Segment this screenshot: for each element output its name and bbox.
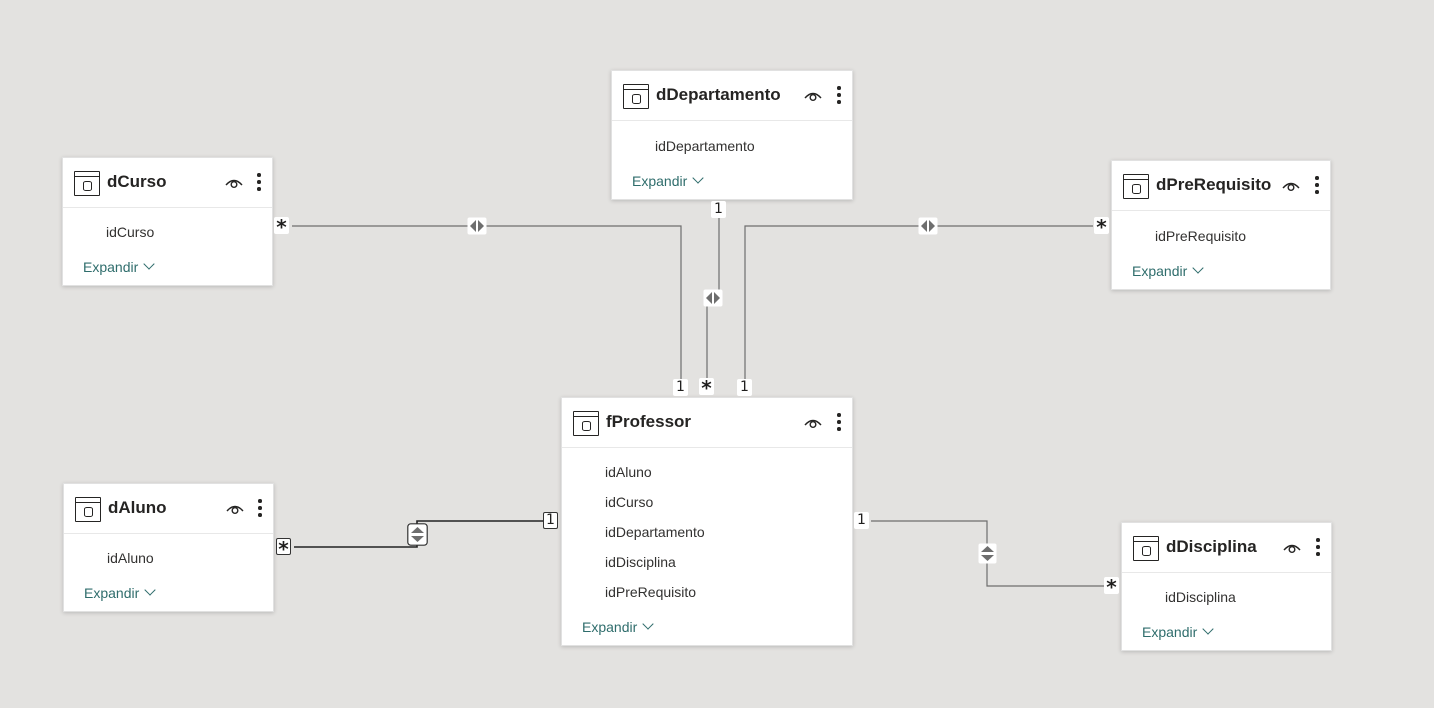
table-icon (623, 84, 649, 109)
expand-link[interactable]: Expandir (582, 618, 654, 635)
relationship-line-prerequisito (744, 225, 1093, 386)
eye-icon[interactable] (1283, 541, 1301, 555)
eye-icon[interactable] (804, 89, 822, 103)
more-options-icon[interactable] (1314, 536, 1322, 560)
table-title: dPreRequisito (1156, 175, 1272, 194)
field-idprerequisito[interactable]: idPreRequisito (605, 584, 697, 600)
expand-link[interactable]: Expandir (1142, 623, 1214, 640)
cardinality-one-label[interactable]: 1 (854, 512, 869, 529)
expand-label: Expandir (582, 619, 638, 635)
table-icon (1133, 536, 1159, 561)
cardinality-many-label[interactable]: * (699, 378, 714, 399)
chevron-down-icon (692, 172, 704, 184)
expand-label: Expandir (1132, 263, 1188, 279)
cardinality-many-label[interactable]: * (274, 217, 289, 238)
cardinality-many-label[interactable]: * (1094, 217, 1109, 238)
table-card-header[interactable]: dDisciplina (1122, 523, 1331, 573)
table-title: dDisciplina (1166, 537, 1257, 556)
expand-label: Expandir (84, 585, 140, 601)
expand-label: Expandir (1142, 624, 1198, 640)
table-title: dCurso (107, 172, 167, 191)
bidirectional-arrow-icon[interactable] (978, 543, 997, 564)
expand-link[interactable]: Expandir (83, 258, 155, 275)
field-idprerequisito[interactable]: idPreRequisito (1155, 228, 1247, 244)
cardinality-one-label[interactable]: 1 (673, 379, 688, 396)
table-card-header[interactable]: dCurso (63, 158, 272, 208)
cardinality-one-label[interactable]: 1 (543, 512, 558, 529)
field-iddisciplina[interactable]: idDisciplina (605, 554, 676, 570)
expand-link[interactable]: Expandir (1132, 262, 1204, 279)
more-options-icon[interactable] (1313, 174, 1321, 198)
cardinality-one-label[interactable]: 1 (737, 379, 752, 396)
field-idcurso[interactable]: idCurso (106, 224, 155, 240)
eye-icon[interactable] (225, 176, 243, 190)
field-iddepartamento[interactable]: idDepartamento (605, 524, 705, 540)
table-icon (74, 171, 100, 196)
cardinality-many-label[interactable]: * (1104, 577, 1119, 598)
table-icon (1123, 174, 1149, 199)
eye-icon[interactable] (1282, 179, 1300, 193)
cardinality-many-label[interactable]: * (276, 538, 291, 560)
expand-label: Expandir (632, 173, 688, 189)
table-card-header[interactable]: dAluno (64, 484, 273, 534)
table-card-daluno[interactable]: dAluno idAluno Expandir (63, 483, 274, 612)
more-options-icon[interactable] (835, 411, 843, 435)
chevron-down-icon (1192, 262, 1204, 274)
table-icon (75, 497, 101, 522)
expand-link[interactable]: Expandir (84, 584, 156, 601)
chevron-down-icon (143, 258, 155, 270)
chevron-down-icon (144, 584, 156, 596)
table-title: dAluno (108, 498, 167, 517)
more-options-icon[interactable] (255, 171, 263, 195)
table-card-header[interactable]: dDepartamento (612, 71, 852, 121)
bidirectional-arrow-icon[interactable] (467, 217, 487, 235)
more-options-icon[interactable] (256, 497, 264, 521)
table-card-dcurso[interactable]: dCurso idCurso Expandir (62, 157, 273, 286)
field-idaluno[interactable]: idAluno (107, 550, 154, 566)
table-card-header[interactable]: fProfessor (562, 398, 852, 448)
bidirectional-arrow-icon[interactable] (407, 523, 428, 546)
field-iddisciplina[interactable]: idDisciplina (1165, 589, 1236, 605)
table-card-header[interactable]: dPreRequisito (1112, 161, 1330, 211)
bidirectional-arrow-icon[interactable] (918, 217, 938, 235)
table-icon (573, 411, 599, 436)
table-card-ddepartamento[interactable]: dDepartamento idDepartamento Expandir (611, 70, 853, 200)
table-title: fProfessor (606, 412, 692, 431)
relationship-line-curso (292, 225, 682, 386)
table-card-fprofessor[interactable]: fProfessor idAluno idCurso idDepartament… (561, 397, 853, 646)
field-iddepartamento[interactable]: idDepartamento (655, 138, 755, 154)
eye-icon[interactable] (804, 416, 822, 430)
expand-link[interactable]: Expandir (632, 172, 704, 189)
field-idaluno[interactable]: idAluno (605, 464, 652, 480)
chevron-down-icon (1202, 623, 1214, 635)
cardinality-one-label[interactable]: 1 (711, 201, 726, 218)
eye-icon[interactable] (226, 502, 244, 516)
table-title: dDepartamento (656, 85, 781, 104)
table-card-ddisciplina[interactable]: dDisciplina idDisciplina Expandir (1121, 522, 1332, 651)
field-idcurso[interactable]: idCurso (605, 494, 654, 510)
expand-label: Expandir (83, 259, 139, 275)
table-card-dprerequisito[interactable]: dPreRequisito idPreRequisito Expandir (1111, 160, 1331, 290)
chevron-down-icon (642, 618, 654, 630)
bidirectional-arrow-icon[interactable] (703, 289, 723, 307)
more-options-icon[interactable] (835, 84, 843, 108)
